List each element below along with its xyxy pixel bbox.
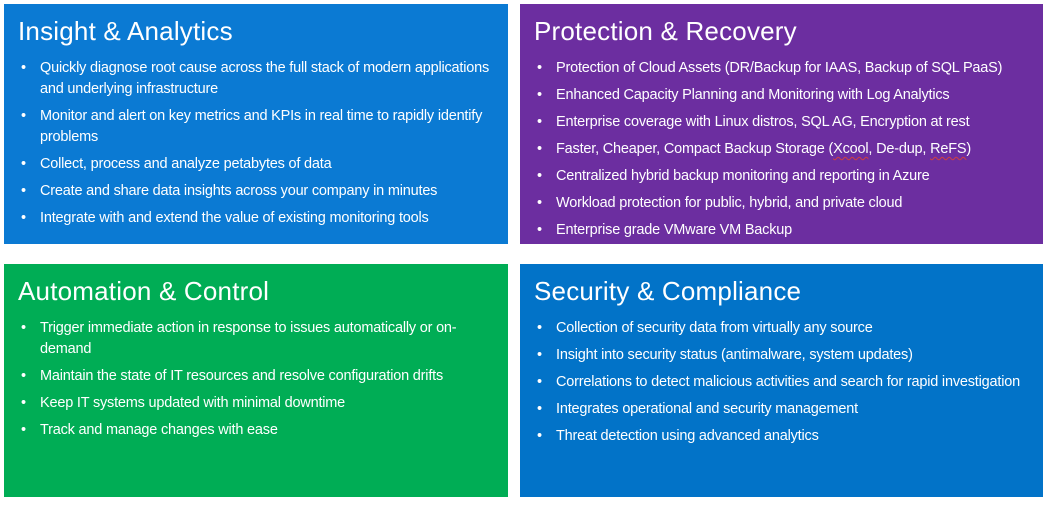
bullet-list: Trigger immediate action in response to … [18, 318, 502, 441]
bullet-item: Correlations to detect malicious activit… [534, 372, 1037, 393]
panel-automation-control: Automation & Control Trigger immediate a… [4, 264, 508, 497]
bullet-item: Insight into security status (antimalwar… [534, 345, 1037, 366]
feature-quadrant-grid: Insight & Analytics Quickly diagnose roo… [4, 4, 1043, 497]
bullet-item: Enterprise coverage with Linux distros, … [534, 112, 1037, 133]
bullet-item: Workload protection for public, hybrid, … [534, 193, 1037, 214]
bullet-list: Collection of security data from virtual… [534, 318, 1037, 447]
bullet-list: Protection of Cloud Assets (DR/Backup fo… [534, 58, 1037, 241]
bullet-list: Quickly diagnose root cause across the f… [18, 58, 502, 229]
bullet-item: Monitor and alert on key metrics and KPI… [18, 106, 502, 148]
bullet-item: Create and share data insights across yo… [18, 181, 502, 202]
panel-security-compliance: Security & Compliance Collection of secu… [520, 264, 1043, 497]
panel-title: Automation & Control [18, 276, 270, 306]
bullet-item: Enhanced Capacity Planning and Monitorin… [534, 85, 1037, 106]
bullet-text-segment: , De-dup, [868, 141, 931, 158]
bullet-item: Trigger immediate action in response to … [18, 318, 502, 360]
panel-title: Protection & Recovery [534, 16, 797, 46]
misspelled-word: ReFS [930, 141, 967, 158]
bullet-text-segment: Faster, Cheaper, Compact Backup Storage … [556, 141, 834, 158]
bullet-item: Centralized hybrid backup monitoring and… [534, 166, 1037, 187]
bullet-item: Integrates operational and security mana… [534, 399, 1037, 420]
panel-protection-recovery: Protection & Recovery Protection of Clou… [520, 4, 1043, 244]
bullet-item: Quickly diagnose root cause across the f… [18, 58, 502, 100]
panel-title: Security & Compliance [534, 276, 802, 306]
panel-insight-analytics: Insight & Analytics Quickly diagnose roo… [4, 4, 508, 244]
bullet-item: Maintain the state of IT resources and r… [18, 366, 502, 387]
bullet-text-segment: ) [966, 141, 971, 158]
bullet-item: Collect, process and analyze petabytes o… [18, 154, 502, 175]
bullet-item: Keep IT systems updated with minimal dow… [18, 393, 502, 414]
bullet-item: Protection of Cloud Assets (DR/Backup fo… [534, 58, 1037, 79]
bullet-item: Threat detection using advanced analytic… [534, 426, 1037, 447]
bullet-item: Integrate with and extend the value of e… [18, 208, 502, 229]
misspelled-word: Xcool [833, 141, 869, 158]
bullet-item: Track and manage changes with ease [18, 420, 502, 441]
bullet-item: Faster, Cheaper, Compact Backup Storage … [534, 139, 1037, 160]
panel-title: Insight & Analytics [18, 16, 233, 46]
bullet-item: Enterprise grade VMware VM Backup [534, 220, 1037, 241]
bullet-item: Collection of security data from virtual… [534, 318, 1037, 339]
